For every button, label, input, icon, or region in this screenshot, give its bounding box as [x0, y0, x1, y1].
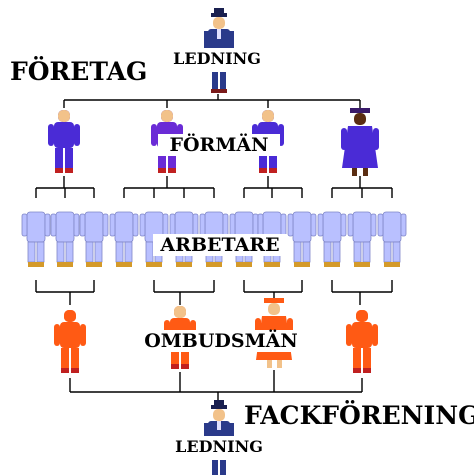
worker-shoes [28, 262, 400, 267]
worker-figure [317, 211, 347, 263]
workers-connectors [35, 280, 393, 305]
steward-figure-2 [164, 306, 196, 369]
company-management-label: LEDNING [173, 49, 261, 68]
union-manager-figure [204, 400, 234, 439]
foreman-figure-1 [48, 110, 80, 173]
worker-figure [50, 211, 80, 263]
steward-figure-4 [346, 310, 378, 373]
company-manager-figure [204, 8, 234, 51]
company-manager-legs [211, 72, 227, 93]
worker-figure [347, 211, 377, 263]
foreman-figure-3 [252, 110, 284, 173]
worker-figure [21, 211, 51, 263]
union-manager-legs [212, 460, 226, 475]
worker-figure [287, 211, 317, 263]
company-label: FÖRETAG [10, 57, 147, 86]
foreman-figure-4 [341, 108, 379, 176]
union-management-label: LEDNING [175, 437, 263, 456]
steward-figure-1 [54, 310, 86, 373]
worker-figure [377, 211, 407, 263]
shop-stewards-label: OMBUDSMÄN [144, 329, 298, 352]
foreman-figure-2 [151, 110, 183, 173]
foremen-connectors [35, 176, 393, 198]
worker-figure [79, 211, 109, 263]
stewards-connectors [69, 370, 363, 400]
foremen-label: FÖRMÄN [170, 133, 269, 156]
workers-label: ARBETARE [159, 234, 279, 256]
union-label: FACKFÖRENING [244, 401, 474, 430]
company-connectors [63, 94, 361, 108]
worker-figure [109, 211, 139, 263]
